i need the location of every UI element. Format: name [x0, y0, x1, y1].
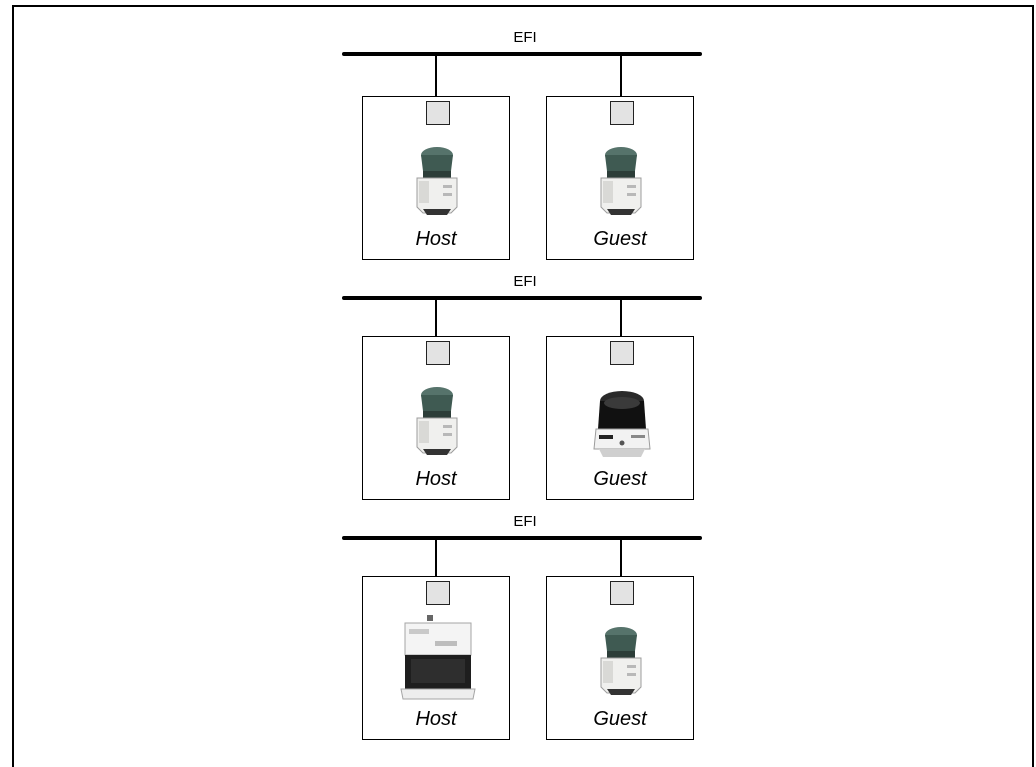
guest-device-box: Guest	[546, 336, 694, 500]
efi-bus-line	[342, 536, 702, 540]
device-role-label: Guest	[593, 228, 647, 250]
efi-bus-line	[342, 296, 702, 300]
compact-scanner-icon	[600, 147, 642, 215]
bus-label: EFI	[513, 273, 537, 290]
device-role-label: Host	[415, 708, 457, 730]
compact-scanner-icon	[600, 627, 642, 695]
bus-label: EFI	[513, 29, 537, 46]
compact-scanner-icon	[416, 147, 458, 215]
host-device-box: Host	[362, 96, 510, 260]
efi-connector	[426, 101, 450, 125]
bus-drop-line	[435, 56, 437, 98]
efi-connector	[610, 341, 634, 365]
efi-configuration-3: EFI Host Guest	[0, 484, 1036, 740]
device-role-label: Guest	[593, 708, 647, 730]
efi-connector	[426, 341, 450, 365]
compact-scanner-icon	[416, 387, 458, 455]
diagram-frame	[12, 5, 1034, 767]
efi-configuration-2: EFI Host Guest	[0, 244, 1036, 500]
device-role-label: Guest	[593, 468, 647, 490]
efi-configuration-1: EFI Host Guest	[0, 0, 1036, 260]
bus-label: EFI	[513, 513, 537, 530]
bus-drop-line	[620, 540, 622, 582]
large-white-scanner-icon	[400, 615, 476, 700]
bus-drop-line	[435, 540, 437, 582]
black-dome-scanner-icon	[593, 391, 651, 457]
host-device-box: Host	[362, 336, 510, 500]
guest-device-box: Guest	[546, 576, 694, 740]
host-device-box: Host	[362, 576, 510, 740]
efi-connector	[426, 581, 450, 605]
bus-drop-line	[620, 56, 622, 98]
efi-connector	[610, 581, 634, 605]
efi-bus-line	[342, 52, 702, 56]
guest-device-box: Guest	[546, 96, 694, 260]
device-role-label: Host	[415, 228, 457, 250]
efi-connector	[610, 101, 634, 125]
device-role-label: Host	[415, 468, 457, 490]
bus-drop-line	[620, 300, 622, 342]
bus-drop-line	[435, 300, 437, 342]
